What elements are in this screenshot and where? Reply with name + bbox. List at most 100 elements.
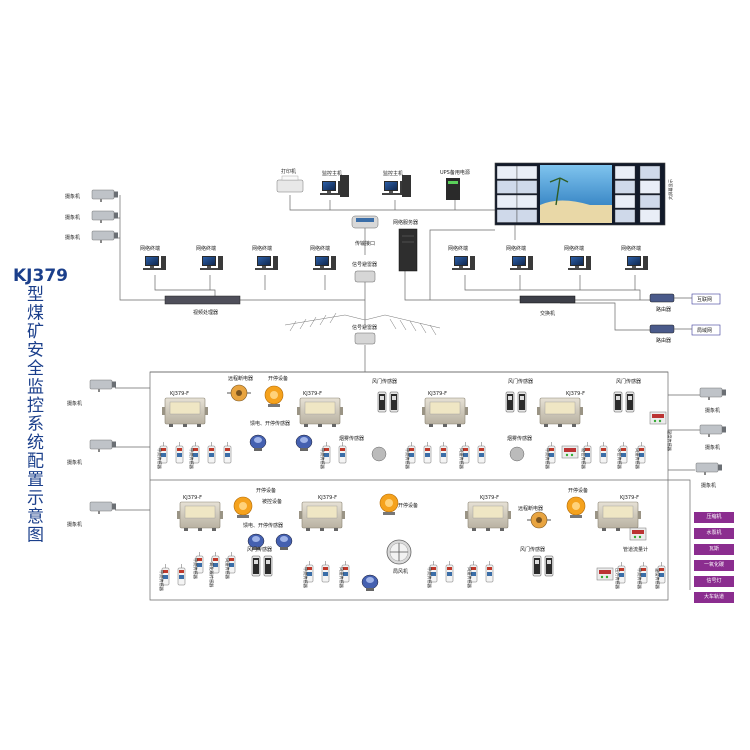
wind-door-sensor-icon bbox=[613, 391, 623, 413]
video-processor: 视频处理器 bbox=[164, 295, 241, 316]
substation-icon bbox=[464, 501, 512, 532]
terminal-label: 网络终端 bbox=[448, 245, 468, 252]
net-server: 网络服务器 bbox=[393, 219, 418, 272]
start-stop-label: 开停设备 bbox=[256, 487, 276, 494]
wind-door-sensor-icon bbox=[389, 391, 399, 413]
title-char: 全 bbox=[27, 359, 44, 379]
station-label: KJ379-F bbox=[480, 495, 499, 501]
lan-label: 局域网 bbox=[697, 327, 712, 334]
control-host: 监控主机 bbox=[382, 170, 411, 197]
printer-icon bbox=[276, 179, 304, 193]
fan-icon bbox=[386, 539, 412, 565]
computer-icon bbox=[200, 256, 223, 270]
camera-label: 摄象机 bbox=[701, 482, 716, 489]
smoke-sensor-icon bbox=[509, 446, 525, 462]
sensor-label: 甲烷传感器 bbox=[636, 568, 643, 590]
smoke-label: 烟雾传感器 bbox=[507, 435, 532, 442]
breaker-label: 远程断电器 bbox=[228, 375, 253, 382]
feed-breaker-label: 馈电、开停传感器 bbox=[243, 522, 283, 529]
tag-rail: 大车轨道 bbox=[694, 592, 734, 603]
substation-icon bbox=[298, 501, 346, 532]
sensor-label: 甲烷传感器 bbox=[319, 448, 326, 470]
computer-icon bbox=[510, 256, 533, 270]
sensor-label: 一氧化碳传感器 bbox=[208, 558, 215, 588]
repeater-label: 信号避雷器 bbox=[352, 324, 377, 331]
signal-repeater-top: 信号避雷器 bbox=[352, 261, 377, 283]
tag-compressor: 压缩机 bbox=[694, 512, 734, 523]
flow-meter-icon bbox=[629, 527, 647, 541]
title-char: 控 bbox=[27, 396, 44, 416]
tag-pump: 水泵机 bbox=[694, 528, 734, 539]
internet-label: 互联网 bbox=[697, 296, 712, 303]
breaker-label: 远程断电器 bbox=[518, 505, 543, 512]
tag-signal-lamp: 信号灯 bbox=[694, 576, 734, 587]
title-char: 煤 bbox=[27, 304, 44, 324]
title-char: 意 bbox=[27, 507, 44, 527]
computer-icon bbox=[625, 256, 648, 270]
mine-roof bbox=[284, 312, 441, 336]
sensor-label: 甲烷传感器 bbox=[188, 448, 195, 470]
camera-icon bbox=[699, 387, 727, 401]
router-icon bbox=[649, 293, 675, 303]
station-label: KJ379-F bbox=[318, 495, 337, 501]
wind-door-sensor-icon bbox=[251, 555, 261, 577]
monitor-tile bbox=[496, 194, 518, 209]
wind-door-sensor-icon bbox=[263, 555, 273, 577]
internet-box bbox=[691, 293, 721, 305]
title-char: 配 bbox=[27, 452, 44, 472]
title-char: 监 bbox=[27, 378, 44, 398]
substation-icon bbox=[536, 397, 584, 428]
title-char: 型 bbox=[27, 285, 44, 305]
local-fan-label: 局风机 bbox=[393, 568, 408, 575]
title-char: 图 bbox=[27, 526, 44, 546]
lan-box bbox=[691, 324, 721, 336]
router-lan: 路由器 局域网 bbox=[649, 324, 721, 344]
monitor-tile bbox=[496, 209, 518, 223]
wind-door-sensor-icon bbox=[517, 391, 527, 413]
sensor-icon bbox=[423, 441, 432, 464]
lamp-icon bbox=[275, 533, 293, 551]
station-label: KJ379-F bbox=[183, 495, 202, 501]
server-icon bbox=[398, 228, 418, 272]
terminal-label: 网络终端 bbox=[621, 245, 641, 252]
repeater-label: 信号避雷器 bbox=[352, 261, 377, 268]
lamp-icon bbox=[249, 434, 267, 452]
big-screen: 大屏幕显示 bbox=[494, 162, 674, 226]
sensor-label: 甲烷传感器 bbox=[426, 567, 433, 589]
computer-icon bbox=[320, 181, 343, 195]
object-pos-sensor-icon bbox=[561, 445, 579, 459]
signal-repeater-mine: 信号避雷器 bbox=[352, 324, 377, 345]
title-char: 示 bbox=[27, 489, 44, 509]
substation-icon bbox=[161, 397, 209, 428]
camera-icon bbox=[91, 189, 119, 203]
control-host-label: 监控主机 bbox=[383, 170, 403, 177]
station-label: KJ379-F bbox=[303, 391, 322, 397]
monitor-tile bbox=[639, 180, 661, 194]
router-icon bbox=[649, 324, 675, 334]
sensor-label: 压力传感器 bbox=[614, 568, 621, 590]
alarm-light-icon bbox=[233, 496, 253, 519]
camera-icon bbox=[695, 462, 723, 476]
computer-icon bbox=[255, 256, 278, 270]
tower-icon bbox=[402, 175, 411, 197]
camera-icon bbox=[89, 379, 117, 393]
sensor-label: 风速传感器 bbox=[224, 558, 231, 580]
monitor-tile bbox=[614, 194, 636, 209]
terminal-label: 网络终端 bbox=[252, 245, 272, 252]
title-char: 统 bbox=[27, 433, 44, 453]
monitor-tile bbox=[614, 209, 636, 223]
camera-label: 摄象机 bbox=[67, 521, 82, 528]
monitor-tile bbox=[516, 209, 538, 223]
output-tag-list: 压缩机 水泵机 瓦斯 一氧化碳 信号灯 大车轨道 bbox=[694, 512, 734, 608]
alarm-light-icon bbox=[566, 496, 586, 519]
camera-label: 摄象机 bbox=[705, 444, 720, 451]
monitor-tile bbox=[496, 165, 518, 180]
feed-breaker-label: 馈电、开停传感器 bbox=[250, 420, 290, 427]
wind-door-label: 风门传感器 bbox=[372, 378, 397, 385]
video-processor-label: 视频处理器 bbox=[193, 309, 218, 316]
alarm-light-icon bbox=[379, 493, 399, 516]
computer-icon bbox=[313, 256, 336, 270]
sensor-icon bbox=[439, 441, 448, 464]
sensor-icon bbox=[207, 441, 216, 464]
substation-icon bbox=[296, 397, 344, 428]
